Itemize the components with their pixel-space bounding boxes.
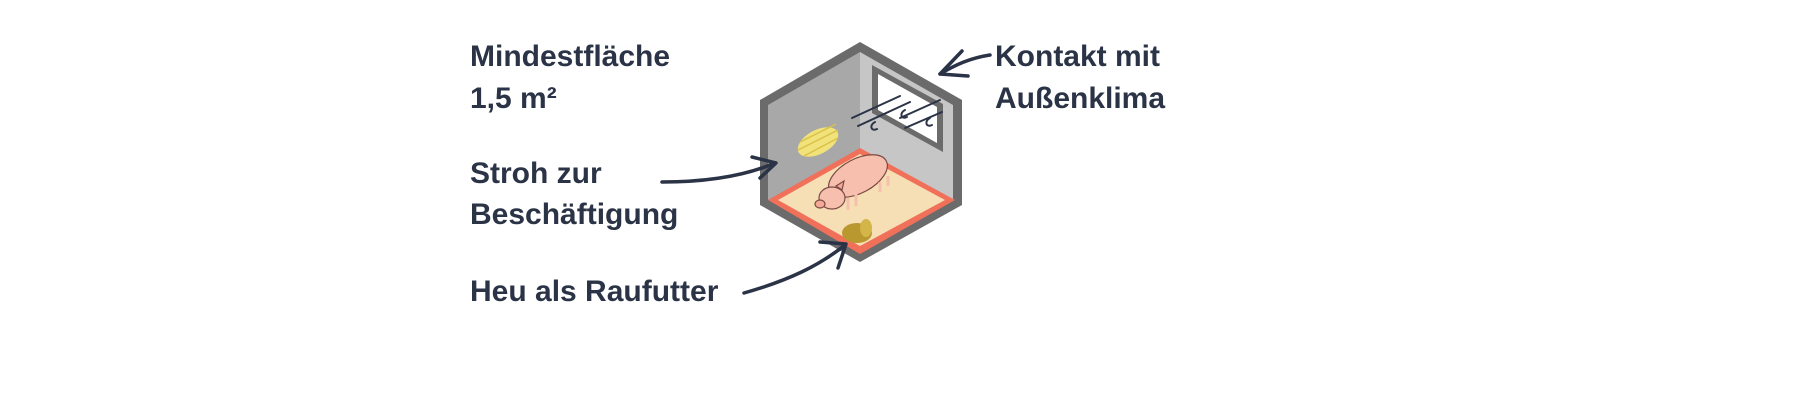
straw-label-line1: Stroh zur	[470, 157, 602, 190]
climate-label-line2: Außenklima	[995, 82, 1165, 115]
arrow-straw	[660, 161, 777, 184]
window-pane	[878, 74, 937, 143]
straw-icon	[797, 123, 839, 157]
arrows	[660, 49, 992, 295]
wind-icon	[851, 95, 943, 131]
hay-label: Heu als Raufutter	[470, 275, 719, 308]
floor	[778, 154, 945, 246]
straw-label-line2: Beschäftigung	[470, 198, 678, 231]
left-wall	[768, 52, 860, 200]
min-area-value: 1,5 m²	[470, 82, 557, 115]
pen-illustration	[760, 42, 962, 262]
arrow-hay	[742, 243, 847, 295]
hay-icon	[842, 219, 872, 243]
pig-icon	[814, 154, 890, 210]
climate-label-line1: Kontakt mit	[995, 40, 1160, 73]
min-area-label: Mindestfläche	[470, 40, 670, 73]
